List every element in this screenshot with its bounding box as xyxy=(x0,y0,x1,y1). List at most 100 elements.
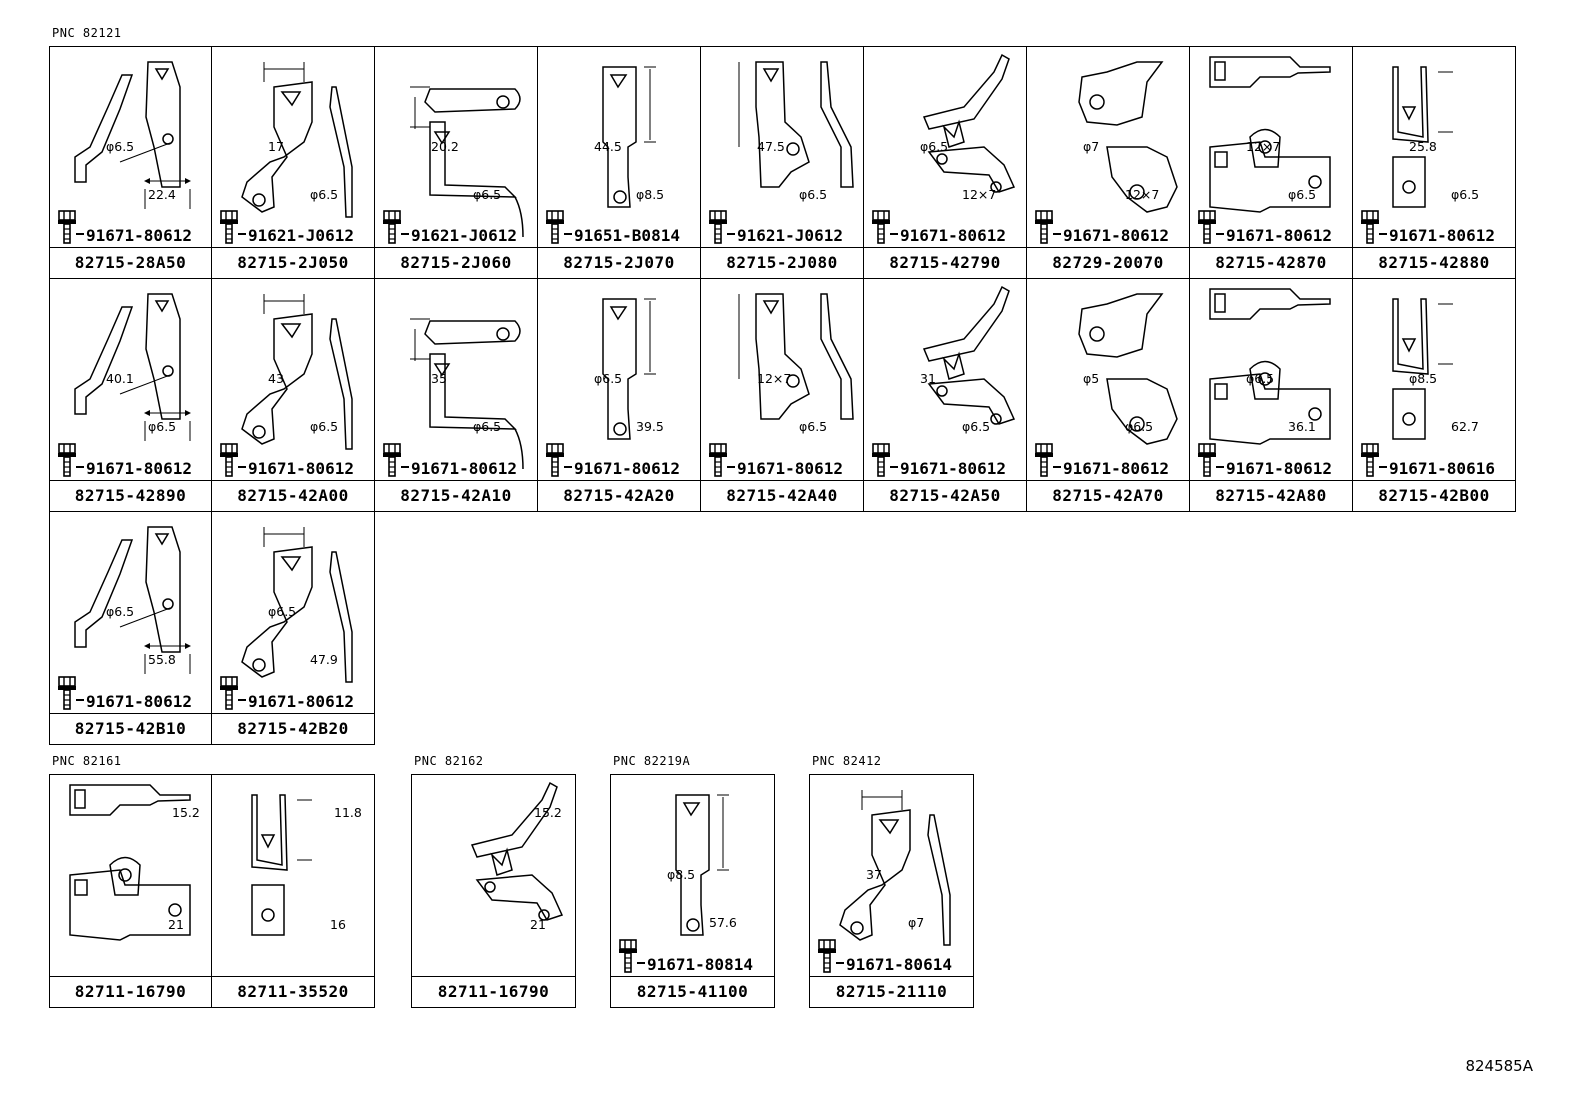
dimension-label: 25.8 xyxy=(1409,139,1437,154)
part-number[interactable]: 82715-42A00 xyxy=(212,480,374,511)
dimension-label: 55.8 xyxy=(148,652,176,667)
bracket-drawing xyxy=(74,61,191,209)
leader-line xyxy=(238,699,246,701)
bolt-icon xyxy=(1361,210,1379,244)
bracket-drawing xyxy=(738,293,854,420)
leader-line xyxy=(1053,233,1061,235)
part-number[interactable]: 82729-20070 xyxy=(1027,247,1189,278)
leader-line xyxy=(401,233,409,235)
part-number[interactable]: 82711-16790 xyxy=(50,976,211,1007)
leader-line xyxy=(238,466,246,468)
leader-line xyxy=(401,466,409,468)
bolt-callout: 91671-80612 xyxy=(709,443,843,477)
bolt-part-number: 91671-80612 xyxy=(1063,459,1169,478)
bracket-drawing xyxy=(251,794,312,936)
part-number[interactable]: 82715-42B00 xyxy=(1353,480,1515,511)
dimension-label: φ5 xyxy=(1083,371,1100,386)
part-number[interactable]: 82715-2J050 xyxy=(212,247,374,278)
bolt-part-number: 91671-80612 xyxy=(411,459,517,478)
bolt-part-number: 91671-80612 xyxy=(86,692,192,711)
bracket-drawing xyxy=(74,293,191,441)
dimension-label: 12×7 xyxy=(1246,139,1281,154)
part-number[interactable]: 82715-42890 xyxy=(50,480,211,511)
part-number[interactable]: 82715-42A50 xyxy=(864,480,1026,511)
dimension-label: 31 xyxy=(920,371,936,386)
part-number[interactable]: 82715-42A40 xyxy=(701,480,863,511)
bolt-icon xyxy=(383,210,401,244)
part-number[interactable]: 82715-42A10 xyxy=(375,480,537,511)
dimension-label: 12×7 xyxy=(1125,187,1160,202)
part-number[interactable]: 82715-42B20 xyxy=(212,713,374,744)
part-number[interactable]: 82715-2J080 xyxy=(701,247,863,278)
bolt-callout: 91671-80612 xyxy=(220,676,354,710)
part-number[interactable]: 82715-28A50 xyxy=(50,247,211,278)
part-number[interactable]: 82711-16790 xyxy=(412,976,575,1007)
bolt-callout: 91671-80616 xyxy=(1361,443,1495,477)
bolt-part-number: 91671-80612 xyxy=(1063,226,1169,245)
bracket-drawing xyxy=(1078,61,1178,213)
pnc-label-82412: PNC 82412 xyxy=(812,754,882,768)
dimension-label: φ6.5 xyxy=(473,187,502,202)
part-number[interactable]: 82715-42B10 xyxy=(50,713,211,744)
part-number[interactable]: 82715-21110 xyxy=(810,976,973,1007)
dimension-label: φ6.5 xyxy=(310,187,339,202)
bolt-part-number: 91671-80612 xyxy=(1226,226,1332,245)
part-number[interactable]: 82715-42790 xyxy=(864,247,1026,278)
dimension-label: φ6.5 xyxy=(310,419,339,434)
part-number[interactable]: 82715-42A70 xyxy=(1027,480,1189,511)
bolt-icon xyxy=(709,210,727,244)
dimension-label: 22.4 xyxy=(148,187,176,202)
dimension-label: φ6.5 xyxy=(268,604,297,619)
part-number[interactable]: 82715-41100 xyxy=(611,976,774,1007)
bolt-part-number: 91621-J0612 xyxy=(411,226,517,245)
bolt-callout: 91651-B0814 xyxy=(546,210,680,244)
bolt-part-number: 91671-80814 xyxy=(647,955,753,974)
part-number[interactable]: 82715-42880 xyxy=(1353,247,1515,278)
part-number[interactable]: 82715-42870 xyxy=(1190,247,1352,278)
part-number[interactable]: 82715-2J070 xyxy=(538,247,700,278)
part-number[interactable]: 82715-2J060 xyxy=(375,247,537,278)
dimension-label: 12×7 xyxy=(962,187,997,202)
dimension-label: 15.2 xyxy=(172,805,200,820)
bolt-part-number: 91671-80612 xyxy=(248,692,354,711)
bolt-icon xyxy=(58,210,76,244)
bolt-icon xyxy=(1361,443,1379,477)
bolt-part-number: 91671-80612 xyxy=(1389,226,1495,245)
bracket-drawing xyxy=(470,781,564,921)
leader-line xyxy=(1216,466,1224,468)
part-number[interactable]: 82715-42A80 xyxy=(1190,480,1352,511)
part-number[interactable]: 82715-42A20 xyxy=(538,480,700,511)
bolt-icon xyxy=(818,939,836,973)
bolt-part-number: 91671-80612 xyxy=(900,226,1006,245)
part-number[interactable]: 82711-35520 xyxy=(212,976,374,1007)
dimension-label: φ6.5 xyxy=(148,419,177,434)
bolt-callout: 91671-80612 xyxy=(58,443,192,477)
